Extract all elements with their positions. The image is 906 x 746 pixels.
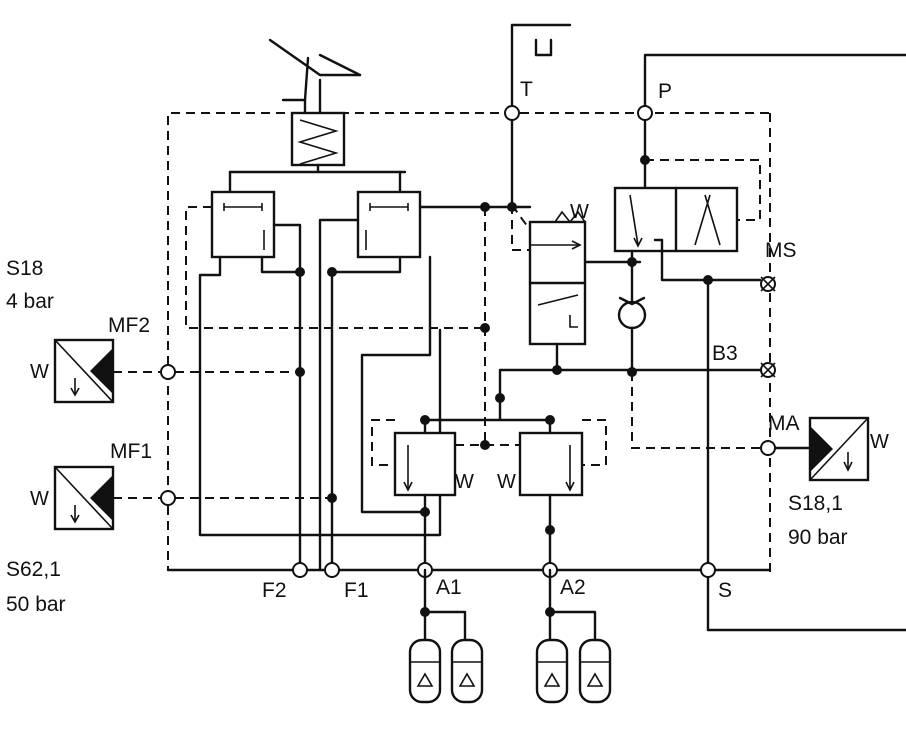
valve-left-f2 — [185, 190, 485, 572]
port-a2: A2 — [542, 562, 586, 599]
label-right-id: S18,1 — [788, 492, 843, 515]
port-t: T — [504, 78, 533, 121]
pedal-actuator — [228, 38, 407, 194]
label-b3: B3 — [712, 342, 738, 365]
pressure-line — [643, 53, 906, 190]
charge-valve-left: W — [371, 419, 474, 497]
port-f1: F1 — [324, 562, 369, 602]
label-ma: MA — [768, 412, 800, 435]
label-a1: A1 — [436, 576, 462, 599]
port-s: S — [700, 562, 732, 602]
valve-right-f1 — [318, 190, 487, 572]
pressure-switch-mf2: W — [30, 338, 176, 404]
block-boundary — [167, 112, 771, 575]
label-mf2: MF2 — [108, 314, 150, 337]
label-p: P — [658, 80, 672, 103]
pressure-switch-ma: W — [760, 416, 889, 482]
junction-dots — [295, 202, 713, 617]
label-a2: A2 — [560, 576, 586, 599]
label-left-top-pressure: 4 bar — [6, 290, 54, 313]
svg-text:W: W — [570, 201, 589, 223]
accumulators-a2 — [535, 568, 612, 704]
accumulators-a1 — [408, 568, 484, 704]
label-f1: F1 — [344, 579, 369, 602]
pressure-switch-mf1: W — [30, 465, 176, 531]
svg-text:W: W — [870, 431, 889, 453]
label-left-top-id: S18 — [6, 257, 43, 280]
label-mf1: MF1 — [110, 440, 152, 463]
svg-text:W: W — [455, 471, 474, 493]
label-left-bottom-pressure: 50 bar — [6, 593, 66, 616]
label-right-pressure: 90 bar — [788, 526, 848, 549]
port-p: P — [637, 80, 672, 121]
charge-valve-right: W — [497, 419, 607, 497]
port-f2: F2 — [262, 562, 308, 602]
label-t: T — [520, 78, 533, 101]
tank-line — [510, 23, 572, 251]
test-point-b3: B3 — [712, 342, 776, 378]
label-f2: F2 — [262, 579, 287, 602]
svg-text:W: W — [30, 361, 49, 383]
label-left-bottom-id: S62,1 — [6, 558, 61, 581]
label-s: S — [718, 579, 732, 602]
label-ms: MS — [765, 239, 797, 262]
test-point-ms: MS — [760, 239, 797, 292]
svg-text:W: W — [30, 488, 49, 510]
directional-valve — [613, 155, 761, 302]
check-valve — [617, 296, 762, 449]
svg-text:W: W — [497, 471, 516, 493]
